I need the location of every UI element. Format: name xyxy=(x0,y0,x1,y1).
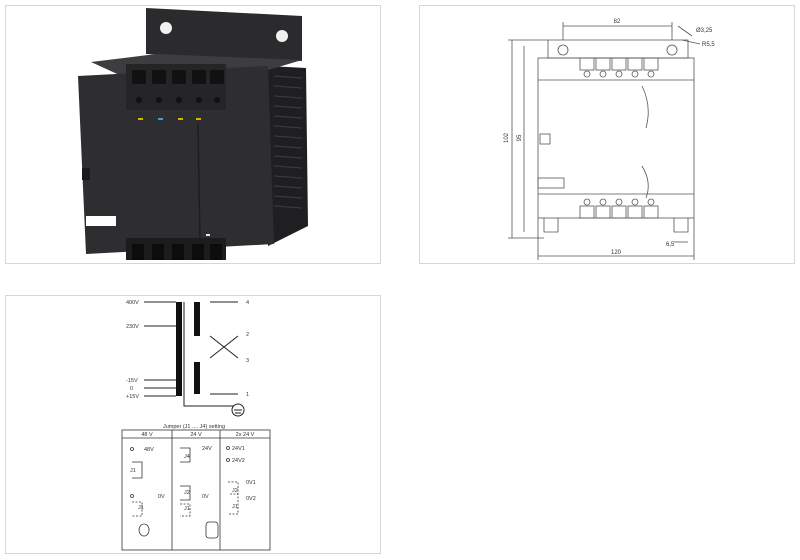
led-indicator-3 xyxy=(178,118,183,120)
product-label xyxy=(86,216,116,226)
label-230v: 230V xyxy=(126,324,139,330)
label-2: 2 xyxy=(246,332,249,338)
dim-radius-label: R5,5 xyxy=(702,42,715,48)
led-indicator-1 xyxy=(138,118,143,120)
col1-j-label-top: J1 xyxy=(130,468,136,474)
dim-height-inner-label: 95 xyxy=(517,134,523,141)
heatsink-fins xyxy=(273,75,303,209)
col2-j-label-bottom: J1 xyxy=(184,506,190,512)
col-2x24v-header: 2x 24 V xyxy=(236,432,255,438)
label-3: 3 xyxy=(246,358,249,364)
led-indicator-4 xyxy=(196,118,201,120)
col2-0v-label: 0V xyxy=(202,494,209,500)
col-24v-header: 24 V xyxy=(190,432,202,438)
col1-48v-label: 48V xyxy=(144,447,154,453)
label-minus15v: -15V xyxy=(126,378,138,384)
col3-24v2-label: 24V2 xyxy=(232,458,245,464)
dim-height-outer-label: 102 xyxy=(504,132,510,143)
terminal-screws-bottom xyxy=(132,244,222,260)
jumper-table-title: Jumper (J1 .... J4) setting xyxy=(163,424,225,430)
mounting-bracket xyxy=(146,8,302,61)
col1-0v-label: 0V xyxy=(158,494,165,500)
cross-wire-2 xyxy=(209,335,239,359)
drawing-terminals-top xyxy=(579,57,659,78)
dim-width-label: 120 xyxy=(611,250,622,256)
drawing-clip-top xyxy=(641,85,649,129)
power-supply-render xyxy=(78,8,308,260)
col3-0v1-label: 0V1 xyxy=(246,480,256,486)
label-4: 4 xyxy=(246,300,249,306)
side-heatsink xyxy=(268,66,308,246)
wiring-diagram: 400V 230V -15V 0 +15V 4 2 3 1 Jumper (J1… xyxy=(121,300,271,551)
wiring-diagram-panel: 400V 230V -15V 0 +15V 4 2 3 1 Jumper (J1… xyxy=(5,295,381,554)
col2-j-label-top: J4 xyxy=(184,454,190,460)
col3-j1-label: J1 xyxy=(232,504,238,510)
indicator-dot xyxy=(206,234,210,236)
dimension-drawing-panel: 82 Ø3,25 R5,5 102 95 120 6,5 xyxy=(419,5,795,264)
label-1: 1 xyxy=(246,392,249,398)
mount-hole-right xyxy=(276,30,288,42)
dim-top-label: 82 xyxy=(614,19,621,25)
mount-hole-left xyxy=(160,22,172,34)
drawing-hole-left xyxy=(557,44,569,56)
label-0: 0 xyxy=(130,386,133,392)
col-48v-header: 48 V xyxy=(141,432,153,438)
col3-j2-label: J2 xyxy=(232,488,238,494)
primary-winding xyxy=(176,302,182,396)
dim-hole-label: Ø3,25 xyxy=(696,28,713,34)
col1-j-label-bottom: J1 xyxy=(138,505,144,511)
front-seam xyxy=(197,123,201,243)
jumper-table-grid xyxy=(121,429,271,551)
dimension-drawing: 82 Ø3,25 R5,5 102 95 120 6,5 xyxy=(504,19,715,260)
drawing-hole-right xyxy=(666,44,678,56)
terminal-screws-top xyxy=(132,70,224,103)
product-image-panel xyxy=(5,5,381,264)
dim-small-label: 6,5 xyxy=(666,242,675,248)
secondary-winding-lower xyxy=(194,362,200,394)
col2-24v-label: 24V xyxy=(202,446,212,452)
col3-0v2-label: 0V2 xyxy=(246,496,256,502)
led-indicator-2 xyxy=(158,118,163,120)
label-plus15v: +15V xyxy=(126,394,139,400)
secondary-winding-upper xyxy=(194,302,200,336)
drawing-terminals-bottom xyxy=(579,198,659,219)
label-400v: 400V xyxy=(126,300,139,306)
housing-front xyxy=(78,66,274,254)
col3-24v1-label: 24V1 xyxy=(232,446,245,452)
side-latch xyxy=(82,168,90,180)
col2-j-label-mid: J2 xyxy=(184,490,190,496)
